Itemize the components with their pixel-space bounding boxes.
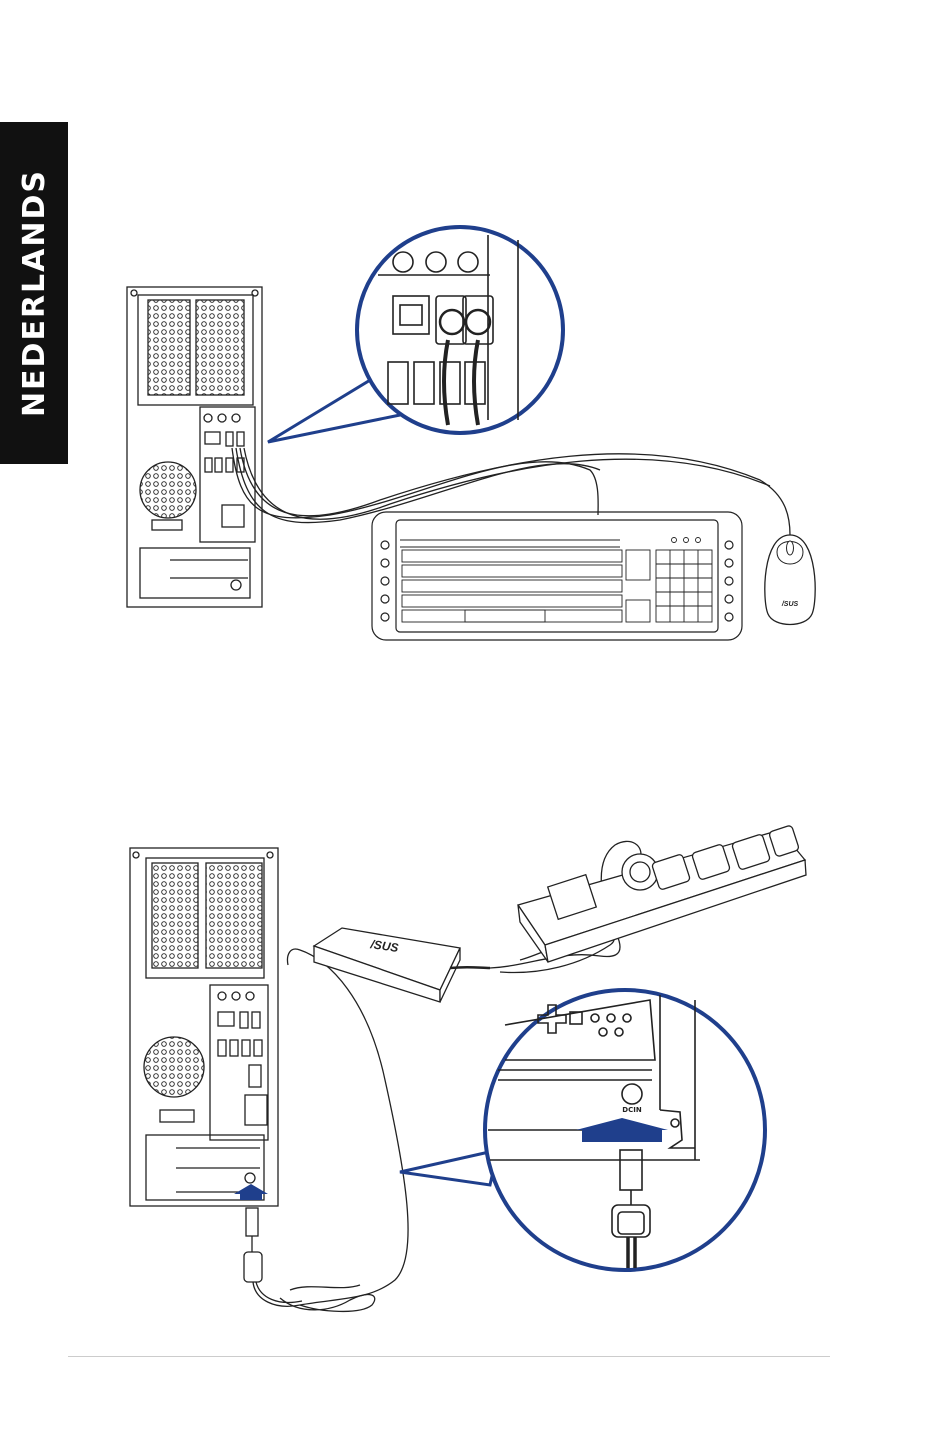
- ps2-port-zoom-callout: [357, 227, 563, 433]
- dcin-port-zoom-callout: DCIN: [485, 990, 765, 1270]
- power-adapter-connection-figure: /SUS: [0, 820, 950, 1320]
- keyboard-mouse-cables: [232, 448, 790, 535]
- keyboard-illustration: [372, 512, 742, 640]
- power-strip: [518, 825, 806, 962]
- callout-pointer: [400, 1150, 498, 1185]
- dcin-port-label: DCIN: [622, 1106, 642, 1114]
- mouse-illustration: /SUS: [765, 535, 815, 625]
- dcin-arrow-small: [234, 1184, 268, 1200]
- pc-tower-rear: [130, 848, 278, 1206]
- footer-divider: [68, 1356, 830, 1357]
- mouse-brand-logo: /SUS: [781, 601, 799, 608]
- keyboard-mouse-connection-figure: /SUS: [0, 220, 950, 660]
- pc-tower-rear: [127, 287, 262, 607]
